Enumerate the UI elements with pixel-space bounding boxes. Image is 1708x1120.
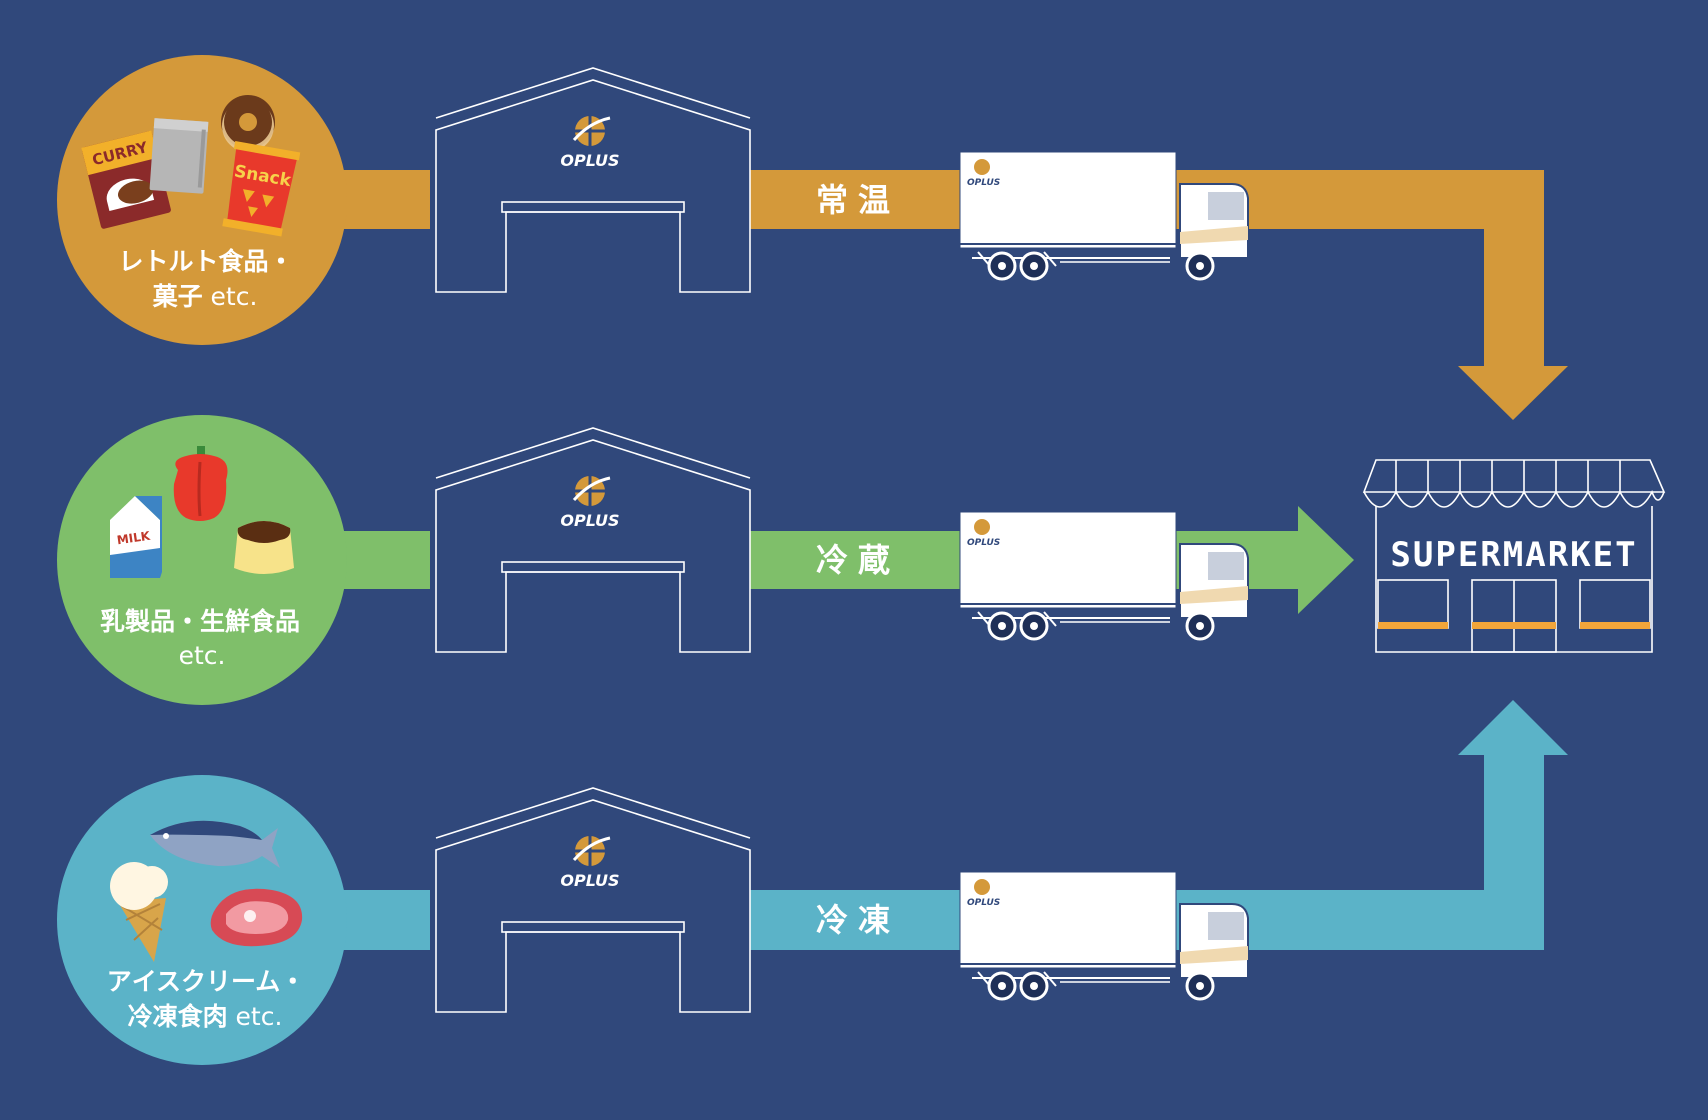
snack-bag-icon: Snack [222, 141, 301, 237]
truck-brand-frozen: OPLUS [967, 898, 1000, 908]
supermarket-building: SUPERMARKET [1362, 459, 1666, 653]
oplus-logo-icon [572, 836, 611, 866]
curry-pouch-icon: CURRY [81, 130, 171, 229]
category-label-frozen-etc: etc. [228, 1002, 283, 1031]
milk-text: MILK [116, 529, 152, 548]
milk-carton-icon: MILK [110, 496, 162, 578]
steak-icon [210, 888, 303, 947]
category-label-ambient-line1: レトルト食品・ [118, 247, 293, 276]
category-label-frozen-line1: アイスクリーム・ [107, 967, 306, 996]
ice-cream-icon [110, 862, 168, 962]
category-label-chilled-etc: etc. [179, 641, 226, 670]
warehouse-frozen: OPLUS [430, 787, 751, 1016]
ambient-flow-arrow [290, 170, 1568, 420]
oplus-logo-icon [572, 116, 611, 146]
category-label-frozen-main: 冷凍食肉 [128, 1002, 228, 1031]
donut-icon [221, 95, 275, 152]
truck-chilled: OPLUS [959, 511, 1249, 641]
category-circle-frozen: アイスクリーム・ 冷凍食肉 etc. [57, 775, 347, 1065]
warehouse-ambient: OPLUS [430, 67, 751, 296]
category-label-ambient-line2: 菓子 etc. [152, 282, 258, 311]
oplus-logo-icon [572, 476, 611, 506]
truck-ambient: OPLUS [959, 151, 1249, 281]
truck-frozen: OPLUS [959, 871, 1249, 1001]
retort-pouch-icon [149, 118, 209, 194]
truck-brand-ambient: OPLUS [967, 178, 1000, 188]
warehouse-brand-ambient: OPLUS [560, 151, 619, 170]
category-label-frozen-line2: 冷凍食肉 etc. [128, 1002, 283, 1031]
category-circle-ambient: CURRY Snack レトルト食品・ 菓子 e [57, 55, 347, 345]
temperature-label-frozen: 冷凍 [816, 901, 900, 939]
pudding-icon [234, 521, 294, 574]
frozen-flow-arrow [290, 700, 1568, 950]
warehouse-brand-chilled: OPLUS [560, 511, 619, 530]
temperature-label-chilled: 冷蔵 [816, 541, 900, 579]
temperature-label-ambient: 常温 [816, 181, 900, 219]
category-label-ambient-main: 菓子 [152, 282, 203, 311]
category-label-chilled-line1: 乳製品・生鮮食品 [100, 607, 300, 636]
category-circle-chilled: MILK 乳製品・生鮮食品 etc. [57, 415, 347, 705]
truck-brand-chilled: OPLUS [967, 538, 1000, 548]
warehouse-brand-frozen: OPLUS [560, 871, 619, 890]
warehouse-chilled: OPLUS [430, 427, 751, 656]
bell-pepper-icon [173, 446, 228, 521]
supermarket-sign: SUPERMARKET [1390, 535, 1637, 575]
fish-icon [150, 820, 280, 868]
category-label-ambient-etc: etc. [203, 282, 258, 311]
